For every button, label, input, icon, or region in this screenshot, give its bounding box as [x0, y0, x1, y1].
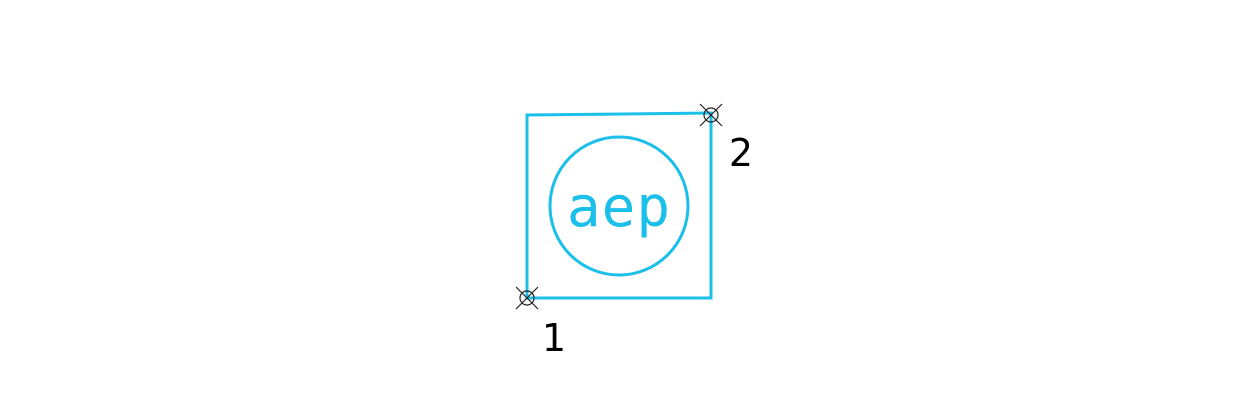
- marker-2-circle: [703, 107, 719, 123]
- point-marker-2: [699, 103, 723, 127]
- frame-quadrilateral: [525, 111, 713, 300]
- marker-2-cross-b: [699, 103, 723, 127]
- marker-1-cross-b: [515, 286, 539, 310]
- logo-circle: [548, 135, 690, 277]
- point-marker-1: [515, 286, 539, 310]
- point-label-2: 2: [729, 131, 753, 175]
- logo-text: aep: [567, 175, 671, 240]
- point-label-1: 1: [542, 316, 566, 360]
- marker-1-circle: [519, 290, 535, 306]
